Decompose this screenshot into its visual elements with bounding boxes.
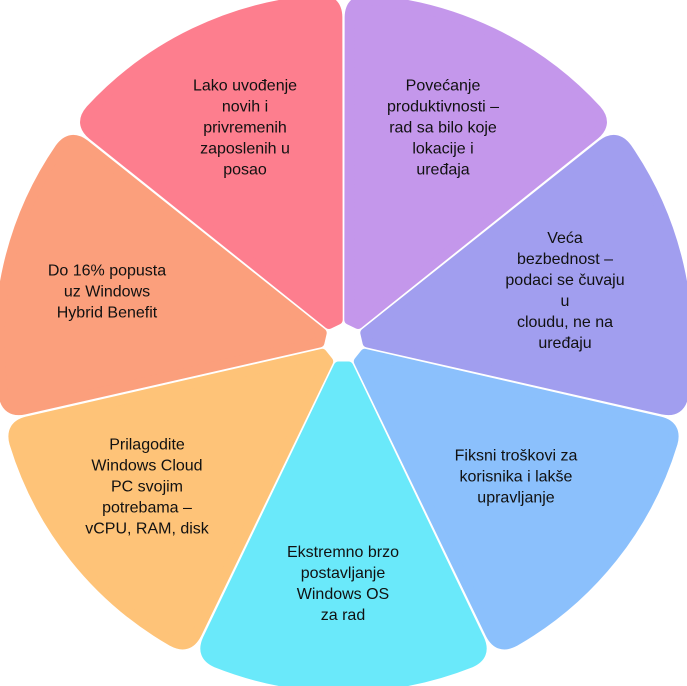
label-customize: Prilagodite Windows Cloud PC svojim potr…	[85, 436, 209, 538]
label-security: Veća bezbednost – podaci se čuvaju u clo…	[505, 230, 625, 352]
label-fast-deployment: Ekstremno brzo postavljanje Windows OS z…	[286, 544, 400, 624]
segment-customize	[8, 348, 334, 650]
segment-discount	[0, 134, 327, 416]
label-fixed-costs: Fiksni troškovi za korisnika i lakše upr…	[454, 447, 578, 507]
segment-onboarding	[80, 0, 343, 329]
segment-fixed-costs	[353, 348, 679, 650]
label-productivity: Povećanje produktivnosti – rad sa bilo k…	[386, 77, 500, 179]
label-onboarding: Lako uvođenje novih i privremenih zaposl…	[192, 77, 298, 179]
segment-fast-deployment	[200, 361, 487, 686]
segment-productivity	[344, 0, 607, 329]
label-discount: Do 16% popusta uz Windows Hybrid Benefit	[47, 262, 167, 322]
segment-security	[360, 134, 687, 416]
